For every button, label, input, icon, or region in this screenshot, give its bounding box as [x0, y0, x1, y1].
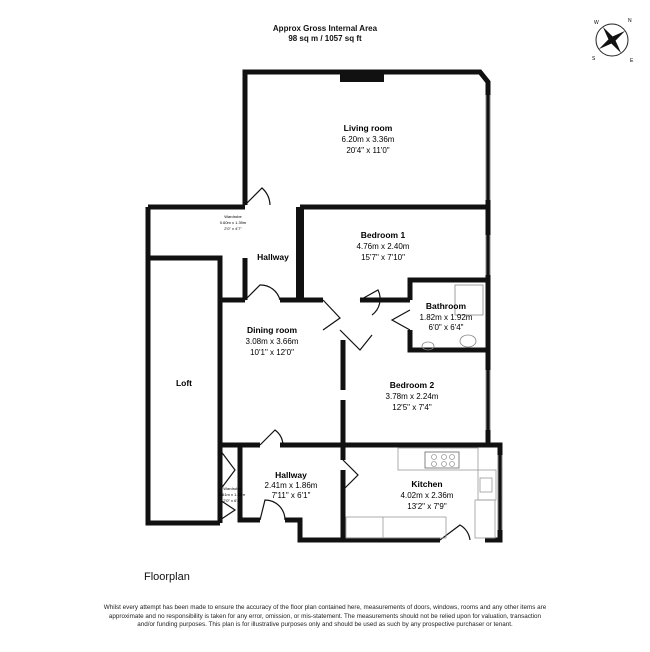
svg-text:Bedroom 2: Bedroom 2	[390, 380, 435, 390]
svg-text:E: E	[630, 58, 634, 64]
room-living-room: Living room 6.20m x 3.36m 20'4" x 11'0"	[342, 123, 395, 155]
svg-text:Hallway: Hallway	[257, 252, 289, 262]
svg-text:Living room: Living room	[344, 123, 393, 133]
svg-text:2.41m x 1.86m: 2.41m x 1.86m	[265, 481, 318, 490]
svg-text:2'0" x 4'7": 2'0" x 4'7"	[224, 226, 242, 231]
svg-text:13'2" x 7'9": 13'2" x 7'9"	[407, 502, 447, 511]
svg-text:6'0" x 6'4": 6'0" x 6'4"	[429, 323, 464, 332]
doors[interactable]	[219, 187, 471, 541]
svg-text:2'0" x 6'2": 2'0" x 6'2"	[223, 498, 241, 503]
room-bedroom-2: Bedroom 2 3.78m x 2.24m 12'5" x 7'4"	[386, 380, 439, 412]
disclaimer: Whilst every attempt has been made to en…	[103, 604, 547, 628]
fireplace	[340, 72, 384, 82]
svg-text:3.78m x 2.24m: 3.78m x 2.24m	[386, 392, 439, 401]
room-bathroom: Bathroom 1.82m x 1.92m 6'0" x 6'4"	[420, 301, 473, 332]
svg-text:Dining room: Dining room	[247, 325, 297, 335]
svg-text:20'4" x 11'0": 20'4" x 11'0"	[346, 146, 389, 155]
svg-text:Wardrobe: Wardrobe	[224, 214, 242, 219]
svg-text:15'7" x 7'10": 15'7" x 7'10"	[361, 253, 405, 262]
svg-text:Wardrobe: Wardrobe	[223, 486, 241, 491]
svg-text:Hallway: Hallway	[275, 470, 307, 480]
svg-text:10'1" x 12'0": 10'1" x 12'0"	[250, 348, 294, 357]
svg-text:1.82m x 1.92m: 1.82m x 1.92m	[420, 313, 473, 322]
room-hallway-upper: Hallway	[257, 252, 289, 262]
room-bedroom-1: Bedroom 1 4.76m x 2.40m 15'7" x 7'10"	[357, 230, 410, 262]
room-dining-room: Dining room 3.08m x 3.66m 10'1" x 12'0"	[246, 325, 299, 357]
svg-text:6.20m x 3.36m: 6.20m x 3.36m	[342, 135, 395, 144]
svg-text:Kitchen: Kitchen	[411, 479, 442, 489]
svg-text:4.02m x 2.36m: 4.02m x 2.36m	[401, 491, 454, 500]
svg-text:N: N	[628, 18, 632, 24]
svg-text:Loft: Loft	[176, 378, 192, 388]
area-value: 98 sq m / 1057 sq ft	[288, 34, 362, 43]
bathroom-fittings	[421, 284, 484, 351]
room-hallway-lower: Hallway 2.41m x 1.86m 7'11" x 6'1"	[265, 470, 318, 500]
area-title: Approx Gross Internal Area	[272, 24, 378, 33]
svg-text:W: W	[594, 20, 599, 26]
svg-text:4.76m x 2.40m: 4.76m x 2.40m	[357, 242, 410, 251]
svg-text:S: S	[592, 56, 596, 62]
room-wardrobe-upper: Wardrobe 0.60m x 1.39m 2'0" x 4'7"	[220, 214, 247, 231]
floor-label: Floorplan	[144, 571, 190, 583]
svg-text:3.08m x 3.66m: 3.08m x 3.66m	[246, 337, 299, 346]
compass-rose-icon: W N E S	[592, 18, 634, 64]
room-wardrobe-lower: Wardrobe 0.61m x 1.88m 2'0" x 6'2"	[219, 486, 246, 503]
svg-text:Bathroom: Bathroom	[426, 301, 467, 311]
windows	[485, 95, 503, 530]
room-loft: Loft	[176, 378, 192, 388]
svg-text:0.60m x 1.39m: 0.60m x 1.39m	[220, 220, 247, 225]
svg-text:0.61m x 1.88m: 0.61m x 1.88m	[219, 492, 246, 497]
svg-text:12'5" x 7'4": 12'5" x 7'4"	[392, 403, 432, 412]
kitchen-units	[345, 447, 497, 539]
room-kitchen: Kitchen 4.02m x 2.36m 13'2" x 7'9"	[401, 479, 454, 511]
walls	[145, 69, 503, 543]
svg-text:Bedroom 1: Bedroom 1	[361, 230, 406, 240]
svg-text:7'11" x 6'1": 7'11" x 6'1"	[272, 491, 311, 500]
